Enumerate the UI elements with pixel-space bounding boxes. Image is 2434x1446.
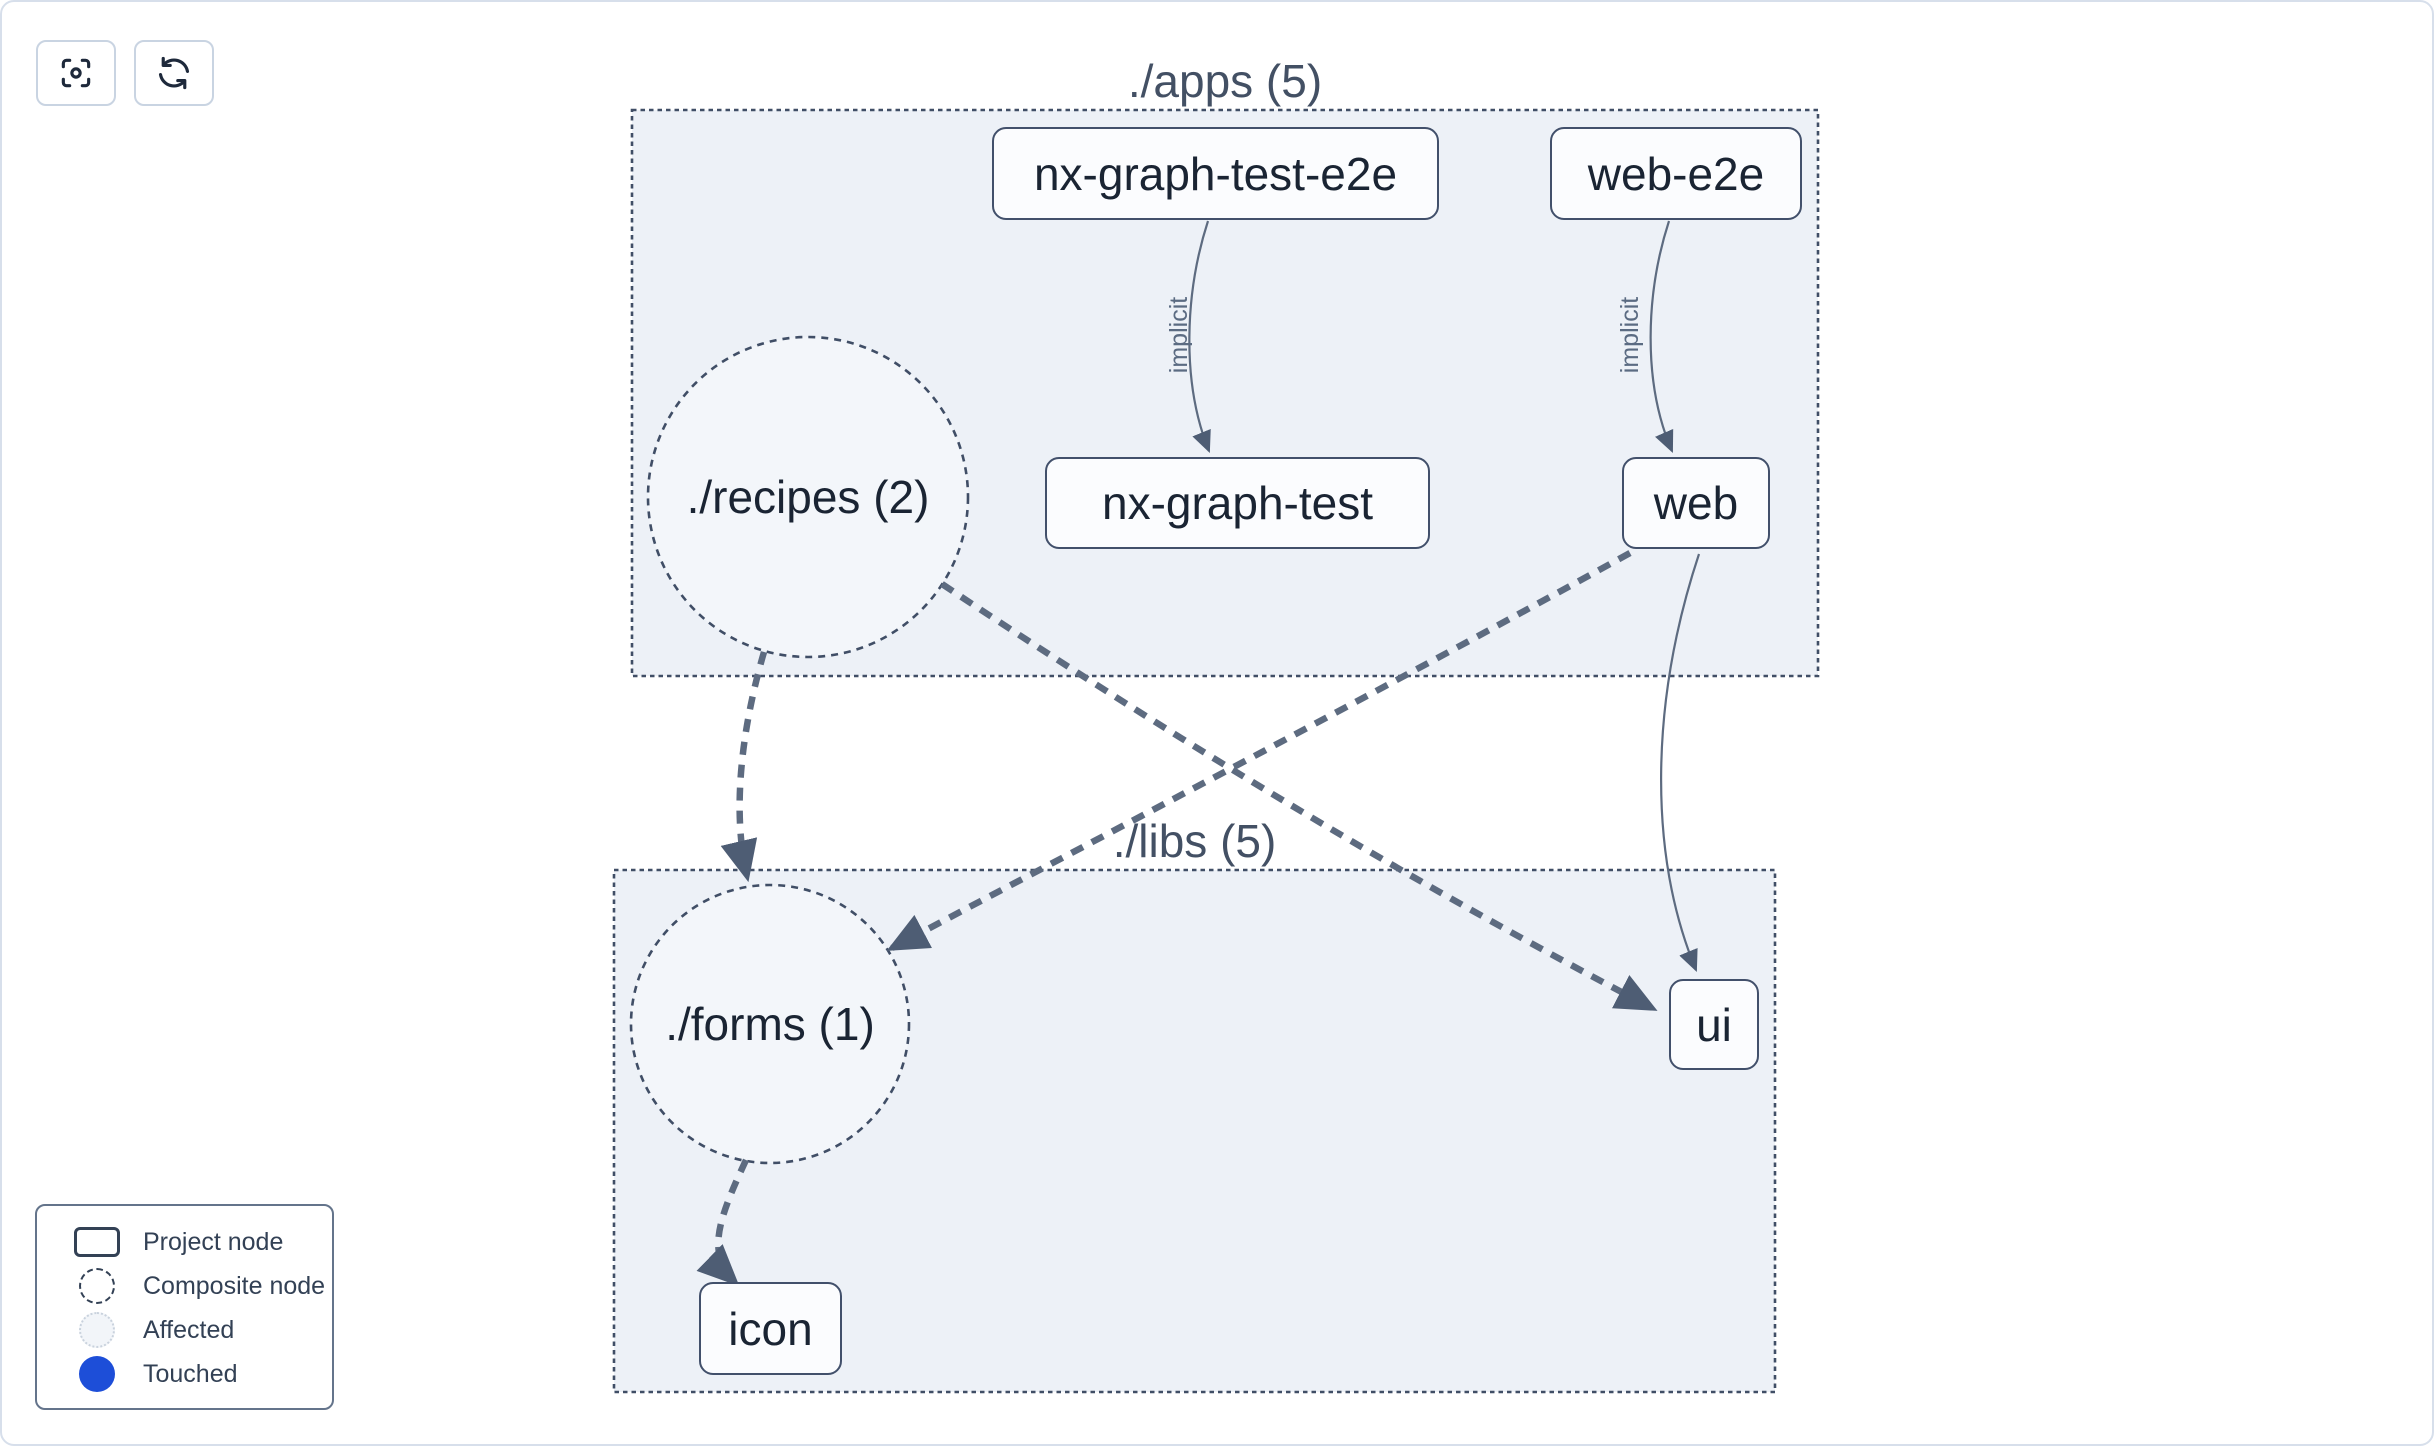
edge-nx-graph-test-e2e-to-nx-graph-test — [1188, 220, 1211, 454]
legend-item-touched: Touched — [51, 1352, 332, 1396]
project-node-label: web — [1653, 477, 1739, 529]
affected-swatch-icon — [79, 1312, 115, 1348]
legend-item-project-node: Project node — [51, 1220, 332, 1264]
edge-web-e2e-to-web — [1649, 220, 1674, 454]
refresh-icon — [155, 54, 193, 92]
project-node-label: icon — [728, 1302, 813, 1355]
edge-recipes-to-ui — [940, 581, 1658, 1011]
focus-reset-button[interactable] — [36, 40, 116, 106]
composite-node-forms[interactable]: ./forms (1) — [629, 883, 911, 1165]
composite-node-label: ./recipes (2) — [687, 471, 930, 523]
project-node-ui[interactable]: ui — [1669, 979, 1759, 1070]
project-node-web-e2e[interactable]: web-e2e — [1550, 127, 1802, 220]
project-node-label: web-e2e — [1587, 147, 1765, 200]
touched-swatch-icon — [79, 1356, 115, 1392]
edge-forms-to-icon — [696, 1158, 749, 1287]
project-node-label: nx-graph-test-e2e — [1033, 147, 1398, 200]
legend-label: Project node — [143, 1227, 284, 1256]
edge-label-implicit: implicit — [1616, 297, 1644, 373]
composite-node-swatch-icon — [79, 1268, 115, 1304]
project-node-label: nx-graph-test — [1101, 477, 1373, 529]
legend-label: Composite node — [143, 1271, 326, 1300]
project-node-label: ui — [1696, 998, 1732, 1051]
edge-label-implicit: implicit — [1165, 297, 1193, 373]
project-node-icon[interactable]: icon — [699, 1282, 842, 1375]
group-label-libs: ./libs (5) — [1112, 815, 1277, 867]
legend-label: Affected — [143, 1315, 235, 1344]
project-node-web[interactable]: web — [1622, 457, 1770, 549]
scan-focus-icon — [57, 54, 95, 92]
group-label-apps: ./apps (5) — [1127, 55, 1323, 107]
project-node-swatch-icon — [74, 1227, 120, 1257]
project-node-nx-graph-test-e2e[interactable]: nx-graph-test-e2e — [992, 127, 1439, 220]
legend-item-affected: Affected — [51, 1308, 332, 1352]
legend-item-composite-node: Composite node — [51, 1264, 332, 1308]
composite-node-label: ./forms (1) — [665, 998, 875, 1050]
composite-node-recipes[interactable]: ./recipes (2) — [646, 335, 970, 659]
edge-web-to-forms — [886, 550, 1632, 951]
project-node-nx-graph-test[interactable]: nx-graph-test — [1045, 457, 1430, 549]
edge-web-to-ui — [1660, 553, 1701, 973]
refresh-button[interactable] — [134, 40, 214, 106]
legend-label: Touched — [143, 1359, 238, 1388]
legend: Project node Composite node Affected Tou… — [35, 1204, 334, 1410]
edge-recipes-to-forms — [720, 651, 768, 883]
